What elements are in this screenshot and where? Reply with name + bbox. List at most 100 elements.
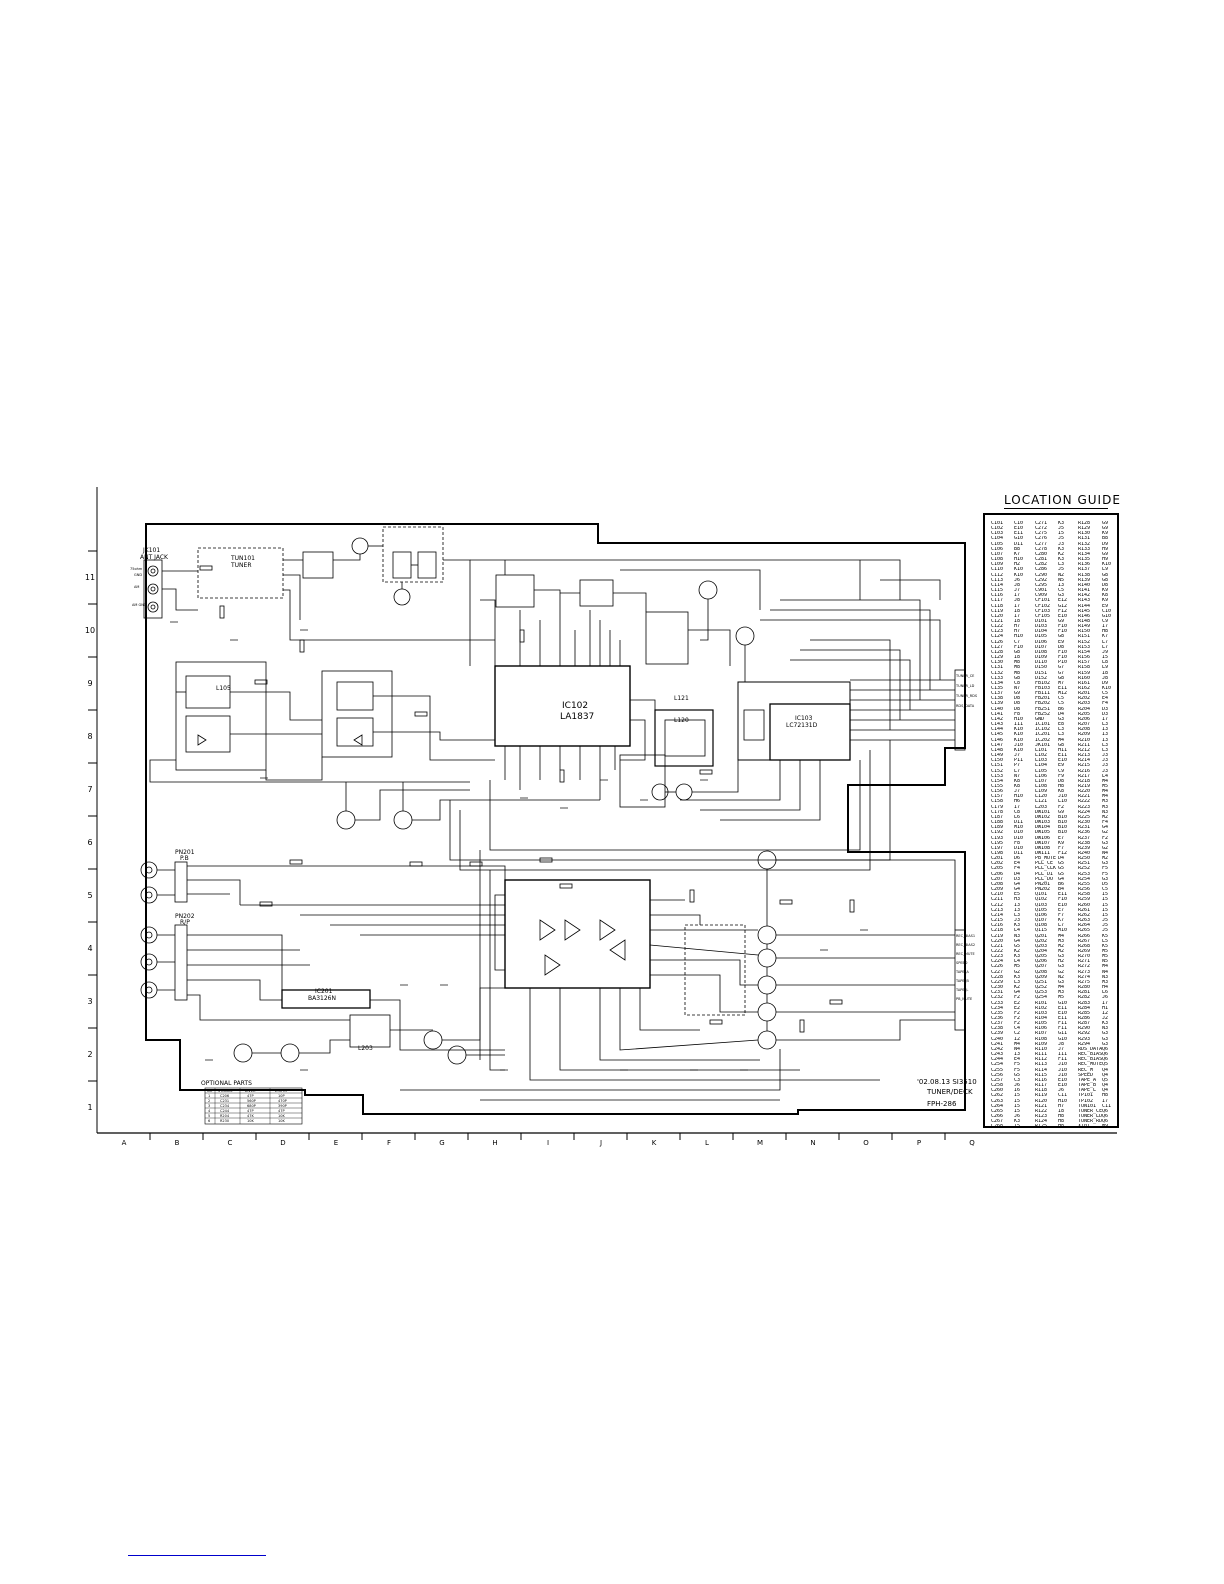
location-guide-coord: K3 — [1014, 923, 1021, 929]
location-guide-ref: R209 — [1078, 732, 1091, 738]
optional-parts-cell: R230 — [220, 1119, 229, 1123]
location-guide-coord: D10 — [1014, 845, 1024, 851]
location-guide-ref: R125 — [1035, 1124, 1048, 1128]
location-guide-ref: Q207 — [1035, 964, 1048, 970]
location-guide-coord: K3 — [1102, 1021, 1109, 1027]
row-label: 7 — [87, 785, 92, 794]
location-guide-coord: G3 — [1102, 1031, 1109, 1037]
location-guide-ref: C154 — [991, 778, 1004, 784]
location-guide-ref: R258 — [1078, 892, 1091, 898]
location-guide-coord: P10 — [1058, 660, 1068, 666]
location-guide-coord: G10 — [1058, 1000, 1068, 1006]
optional-parts-table: OPTIONAL PARTS NO SYMBOL A-VER E-STOP 1 … — [201, 1080, 303, 1125]
location-guide-coord: G4 — [1014, 881, 1021, 887]
signal-label: RDS_DATA — [956, 704, 975, 708]
location-guide-ref: R220 — [1078, 789, 1091, 795]
location-guide-ref: R285 — [1078, 1010, 1091, 1016]
location-guide-coord: J5 — [1058, 536, 1065, 542]
location-guide-coord: I5 — [1102, 892, 1109, 898]
location-guide-ref: R108 — [1035, 1036, 1048, 1042]
location-guide-coord: P7 — [1014, 763, 1021, 769]
location-guide-coord: L8 — [1102, 660, 1109, 666]
column-label: H — [492, 1139, 497, 1147]
location-guide-coord: F5 — [1102, 871, 1109, 877]
location-guide-coord: K10 — [1014, 732, 1024, 738]
location-guide-coord: D4 — [1058, 711, 1065, 717]
location-guide-coord: F11 — [1058, 1021, 1068, 1027]
location-guide-ref: C107 — [991, 551, 1004, 557]
location-guide-coord: M4 — [1102, 794, 1109, 800]
location-guide-coord: E9 — [1058, 639, 1065, 645]
location-guide-coord: G8 — [1014, 675, 1021, 681]
location-guide-coord: N4 — [1102, 969, 1109, 975]
location-guide-coord: Q6 — [1102, 1046, 1109, 1052]
location-guide-coord: B10 — [1058, 825, 1068, 831]
location-guide-coord: P11 — [1014, 758, 1024, 764]
location-guide-ref: C117 — [991, 598, 1004, 604]
location-guide-ref: C207 — [991, 876, 1004, 882]
location-guide-ref: C127 — [991, 644, 1004, 650]
location-guide-coord: L9 — [1102, 567, 1109, 573]
ant-am-label: AM — [134, 585, 139, 589]
location-guide-ref: R119 — [1035, 1093, 1048, 1099]
location-guide-coord: D4 — [1058, 856, 1065, 862]
location-guide-coord: I6 — [1014, 1088, 1021, 1094]
location-guide-ref: R104 — [1035, 1016, 1048, 1021]
location-guide-coord: I3 — [1058, 582, 1065, 588]
footer-link-underline[interactable] — [128, 1555, 266, 1556]
location-guide-ref: R156 — [1078, 655, 1091, 661]
location-guide-coord: M4 — [1102, 778, 1109, 784]
location-guide-ref: C256 — [991, 1072, 1004, 1078]
location-guide-coord: E4 — [1014, 1057, 1021, 1063]
location-guide-coord: K3 — [1014, 1119, 1021, 1125]
location-guide-ref: C277 — [1035, 541, 1048, 547]
location-guide-ref: R152 — [1078, 639, 1091, 645]
location-guide-ref: C265 — [991, 1108, 1004, 1114]
location-guide-ref: TAPE_L — [1078, 1088, 1097, 1094]
location-guide-ref: C212 — [991, 902, 1004, 908]
location-guide-coord: G9 — [1102, 521, 1109, 526]
location-guide-coord: Q6 — [1102, 1108, 1109, 1114]
location-guide-ref: R138 — [1078, 572, 1091, 578]
location-guide-coord: Q6 — [1102, 1052, 1109, 1058]
location-guide-coord: M10 — [1014, 825, 1024, 831]
location-guide-coord: E10 — [1058, 1077, 1068, 1083]
location-guide-ref: R217 — [1078, 773, 1091, 779]
location-guide-coord: G9 — [1102, 551, 1109, 557]
location-guide-coord: G7 — [1058, 670, 1065, 676]
location-guide-ref: C102 — [991, 526, 1004, 532]
location-guide-ref: C142 — [991, 716, 1004, 722]
location-guide-coord: J7 — [1014, 753, 1021, 759]
location-guide-coord: M8 — [1014, 665, 1021, 671]
tuner-ref-label: TUN101 — [230, 555, 255, 562]
location-guide-ref: C109 — [991, 562, 1004, 568]
ant-75-label: 75ohm — [130, 567, 143, 571]
location-guide-ref: L121 — [1035, 799, 1048, 805]
location-guide-ref: R121 — [1035, 1103, 1048, 1109]
location-guide-ref: DW103 — [1035, 820, 1051, 826]
location-guide-coord: I7 — [1102, 1000, 1109, 1006]
location-guide-coord: D8 — [1102, 582, 1109, 588]
location-guide-ref: R240 — [1078, 851, 1091, 856]
location-guide-ref: C223 — [991, 954, 1004, 960]
location-guide-coord: F5 — [1014, 1062, 1021, 1068]
location-guide-ref: R255 — [1078, 881, 1091, 887]
location-guide-coord: J7 — [1014, 789, 1021, 795]
location-guide-ref: Q252 — [1035, 985, 1048, 991]
location-guide-ref: R219 — [1078, 783, 1091, 789]
location-guide-coord: E9 — [1058, 763, 1065, 769]
location-guide-coord: J3 — [1102, 753, 1109, 759]
location-guide-ref: IC201 — [1035, 732, 1051, 738]
location-guide-coord: C7 — [1014, 639, 1021, 645]
location-guide-coord: M3 — [1102, 799, 1109, 805]
ic103-part-label: LC72131D — [786, 722, 818, 729]
column-label: E — [334, 1139, 338, 1147]
location-guide-coord: N4 — [1102, 851, 1109, 856]
location-guide-coord: C5 — [1058, 696, 1065, 702]
location-guide-coord: E10 — [1058, 902, 1068, 908]
location-guide-ref: PLL_DI — [1035, 871, 1054, 877]
location-guide-ref: C228 — [991, 974, 1004, 980]
optional-parts-cell: C244 — [220, 1109, 230, 1113]
location-guide-ref: R141 — [1078, 588, 1091, 594]
